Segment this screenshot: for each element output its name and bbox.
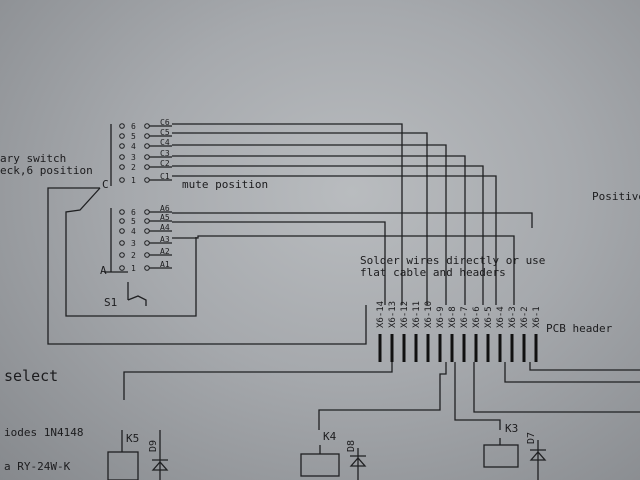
- pcb-header-label: PCB header: [546, 322, 613, 335]
- switch-a-contact-label: A1: [160, 260, 170, 269]
- wiring: [47, 123, 640, 480]
- switch-a-position-number: 2: [131, 251, 136, 260]
- header-pin-label: X6-13: [388, 301, 398, 328]
- solder-note-line-2: flat cable and headers: [360, 266, 506, 279]
- switch-c-contact-label: C1: [160, 172, 170, 181]
- switch-a-contact-circle: [144, 240, 150, 246]
- diodes-label: iodes 1N4148: [4, 426, 83, 439]
- header-pin-label: X6-12: [400, 301, 410, 328]
- switch-description-line-2: eck,6 position: [0, 164, 93, 177]
- switch-c-position-circle: [119, 143, 125, 149]
- common-c-label: C: [102, 178, 109, 191]
- switch-c-contact-label: C3: [160, 149, 170, 158]
- switch-c-position-number: 5: [131, 132, 136, 141]
- switch-a-contact-label: A4: [160, 223, 170, 232]
- relay-label: K5: [126, 432, 139, 445]
- switch-c-position-number: 1: [131, 176, 136, 185]
- header-pin-label: X6-7: [460, 306, 470, 328]
- switch-a-contact-circle: [144, 252, 150, 258]
- switch-a-contact-circle: [144, 218, 150, 224]
- switch-a-contact-circle: [144, 209, 150, 215]
- header-pin-label: X6-1: [532, 306, 542, 328]
- relay-label: K4: [323, 430, 337, 443]
- diode-label: D8: [346, 440, 357, 452]
- diode-label: D7: [526, 432, 537, 444]
- switch-c-position-circle: [119, 154, 125, 160]
- switch-c-contact-circle: [144, 164, 150, 170]
- switch-a-position-circle: [119, 240, 125, 246]
- header-pin-label: X6-5: [484, 306, 494, 328]
- header-pin-label: X6-11: [412, 301, 422, 328]
- switch-c-position-number: 3: [131, 153, 136, 162]
- switch-a-position-circle: [119, 218, 125, 224]
- switch-c-contact-circle: [144, 143, 150, 149]
- switch-a-contact-label: A3: [160, 235, 170, 244]
- switch-c-contact-label: C5: [160, 128, 170, 137]
- relay-label: K3: [505, 422, 518, 435]
- switch-c-contact-label: C4: [160, 138, 170, 147]
- switch-a-contact-label: A5: [160, 213, 170, 222]
- switch-c-contact-label: C6: [160, 118, 170, 127]
- positive-label: Positive: [592, 190, 640, 203]
- switch-a-position-circle: [119, 265, 125, 271]
- header-pin-label: X6-9: [436, 306, 446, 328]
- switch-c-position-number: 4: [131, 142, 136, 151]
- switch-a-contact-label: A6: [160, 204, 170, 213]
- switch-a-position-circle: [119, 209, 125, 215]
- switch-a-position-circle: [119, 228, 125, 234]
- switch-a-position-number: 1: [131, 264, 136, 273]
- switch-c-position-circle: [119, 123, 125, 129]
- mute-position-label: mute position: [182, 178, 268, 191]
- switch-a-position-number: 5: [131, 217, 136, 226]
- switch-s1-label: S1: [104, 296, 117, 309]
- rotary-switch-a-deck: 6 A6 5 A5 4 A4 3 A3 2 A2 1 A1: [119, 204, 172, 273]
- switch-c-position-circle: [119, 177, 125, 183]
- common-a-label: A: [100, 264, 107, 277]
- header-pin-label: X6-6: [472, 306, 482, 328]
- switch-a-position-number: 6: [131, 208, 136, 217]
- switch-c-position-circle: [119, 133, 125, 139]
- switch-description-line-1: ary switch: [0, 152, 66, 165]
- select-label: select: [4, 367, 58, 385]
- switch-a-contact-label: A2: [160, 247, 170, 256]
- header-pin-label: X6-14: [376, 301, 386, 328]
- header-pin-label: X6-4: [496, 306, 506, 328]
- switch-a-contact-circle: [144, 265, 150, 271]
- switch-a-position-circle: [119, 252, 125, 258]
- switch-c-contact-circle: [144, 154, 150, 160]
- switch-a-position-number: 3: [131, 239, 136, 248]
- switch-c-contact-circle: [144, 177, 150, 183]
- switch-a-contact-circle: [144, 228, 150, 234]
- switch-c-contact-circle: [144, 133, 150, 139]
- solder-note-line-1: Solder wires directly or use: [360, 254, 545, 267]
- labels: ary switch eck,6 position mute position …: [0, 152, 640, 473]
- header-pin-label: X6-2: [520, 306, 530, 328]
- switch-c-position-number: 2: [131, 163, 136, 172]
- switch-c-position-circle: [119, 164, 125, 170]
- switch-c-position-number: 6: [131, 122, 136, 131]
- header-pin-label: X6-10: [424, 301, 434, 328]
- switch-a-position-number: 4: [131, 227, 136, 236]
- header-pin-label: X6-8: [448, 306, 458, 328]
- switch-c-contact-label: C2: [160, 159, 170, 168]
- diode-label: D9: [148, 440, 159, 452]
- rotary-switch-c-deck: 6 C6 5 C5 4 C4 3 C3 2 C2 1 C1: [119, 118, 172, 185]
- switch-c-contact-circle: [144, 123, 150, 129]
- header-pin-label: X6-3: [508, 306, 518, 328]
- relay-type-label: a RY-24W-K: [4, 460, 71, 473]
